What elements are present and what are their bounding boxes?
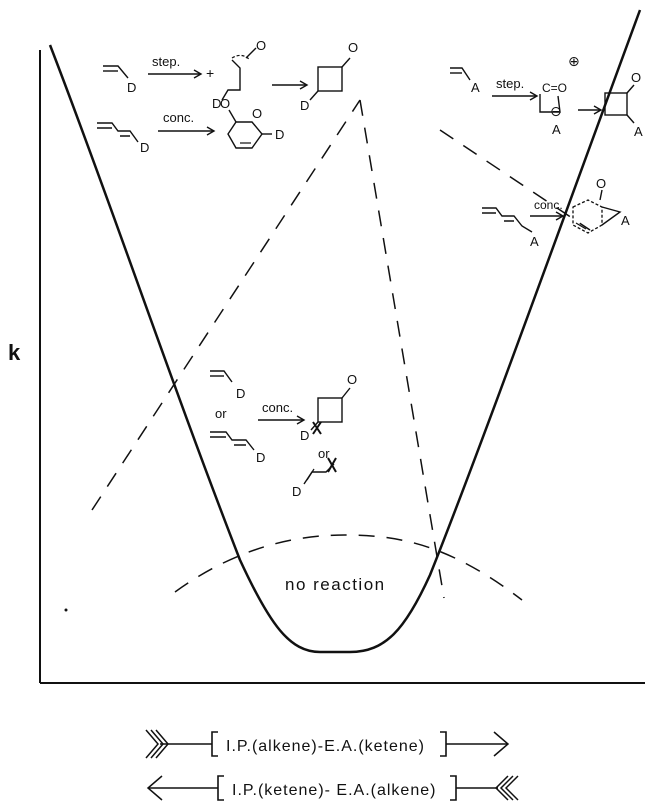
diene-double-bonds: [97, 127, 130, 137]
arrowhead: [593, 105, 603, 115]
scheme-middle-concerted: D or D conc. O D or D: [210, 370, 357, 499]
scheme-top-left-concerted: D conc. O O D: [97, 96, 284, 155]
dashed-arc-no-reaction: [174, 534, 523, 601]
carbonyl-bond: [599, 189, 603, 201]
scheme-top-right-stepwise: A step. C=O ⊕ ⊖ A O A: [450, 54, 643, 139]
carbonyl-oxygen: O: [347, 372, 357, 387]
x-axis-arrow-forward: I.P.(alkene)-E.A.(ketene): [145, 729, 510, 759]
carbonyl-oxygen: O: [596, 176, 606, 191]
conc-arrowhead: [555, 211, 565, 221]
diene-double-bonds: [210, 436, 246, 446]
acceptor-label: A: [471, 80, 480, 95]
acceptor-label: A: [530, 234, 539, 249]
step-arrowhead: [193, 69, 203, 79]
vinyl-acceptor-structure: [450, 67, 471, 81]
minus-circled-charge: ⊖: [550, 104, 562, 120]
carbonyl-bond: [228, 109, 237, 123]
dashed-line-right-falling: [439, 129, 591, 231]
carbonyl-oxygen: O: [348, 40, 358, 55]
conc-label: conc.: [163, 110, 194, 125]
donor-label: D: [292, 484, 301, 499]
conc-label: conc.: [534, 198, 563, 212]
conc-arrowhead: [296, 415, 306, 425]
carbonyl-bond: [626, 84, 635, 94]
donor-bond: [309, 90, 319, 101]
scheme-top-right-concerted: A conc. O A: [482, 176, 630, 249]
step-label: step.: [496, 76, 524, 91]
cyclobutanone-ring: [317, 66, 343, 92]
step-arrowhead: [529, 91, 539, 101]
bridge-bond: [601, 206, 622, 226]
dashed-line-steep-falling: [359, 99, 445, 599]
arrowhead-right: [493, 731, 510, 757]
donor-label: D: [256, 450, 265, 465]
ring-double-bond: [575, 222, 587, 230]
acceptor-label: A: [621, 213, 630, 228]
acceptor-label: A: [552, 122, 561, 137]
cyclobutanone-ring: [604, 92, 628, 116]
diene-donor-structure: [210, 431, 255, 451]
x-axis-arrow-reverse: I.P.(ketene)- E.A.(alkene): [146, 775, 519, 801]
conc-arrowhead: [206, 126, 216, 136]
x-axis-label-bottom: I.P.(ketene)- E.A.(alkene): [232, 782, 436, 799]
arrowhead: [299, 80, 309, 90]
donor-label: D: [275, 127, 284, 142]
diene-acceptor-structure: [482, 207, 533, 233]
triple-feather-right: [494, 775, 519, 801]
vinyl-donor-structure: [103, 65, 129, 79]
y-axis-label: k: [8, 340, 21, 365]
carbonyl-oxygen: O: [631, 70, 641, 85]
bracket-right: [440, 731, 447, 757]
bracket-left: [217, 775, 224, 801]
crossed-bond-mark: [312, 421, 322, 435]
reactivity-curve: [48, 9, 642, 654]
alkene-double-bond: [306, 468, 315, 481]
plus-circled-charge: ⊕: [568, 54, 580, 70]
cyclobutanone-ring: [317, 397, 343, 423]
donor-label: D: [300, 98, 309, 113]
scheme-top-left-stepwise: D step. + O D O D: [103, 38, 358, 113]
carbonyl-bond: [341, 387, 351, 399]
or-label: or: [318, 446, 330, 461]
carbonyl-bond: [245, 47, 257, 59]
x-axis-label-top: I.P.(alkene)-E.A.(ketene): [226, 738, 425, 755]
no-reaction-label: no reaction: [285, 575, 386, 594]
donor-label: D: [212, 96, 221, 111]
donor-label: D: [140, 140, 149, 155]
step-label: step.: [152, 54, 180, 69]
dihydropyranone-ring: [227, 121, 263, 149]
bracket-right: [450, 775, 457, 801]
acceptor-bond: [626, 114, 635, 124]
diene-double-bonds: [482, 212, 514, 222]
vinyl-donor-structure: [210, 370, 233, 383]
speck: [64, 608, 68, 612]
donor-alkene-product: [303, 463, 335, 485]
carbonyl-oxygen: O: [256, 38, 266, 53]
acceptor-label: A: [634, 124, 643, 139]
ring-oxygen: O: [252, 106, 262, 121]
plus-charge: +: [206, 65, 214, 81]
or-label: or: [215, 406, 227, 421]
donor-label: D: [236, 386, 245, 401]
carbonyl-bond: [341, 57, 351, 68]
donor-label: D: [300, 428, 309, 443]
enolate-arc: [231, 54, 251, 61]
conc-label: conc.: [262, 400, 293, 415]
bracket-left: [211, 731, 218, 757]
zwitterion-structure: [539, 94, 561, 113]
ketene-acylium: C=O: [542, 81, 567, 95]
diene-donor-structure: [97, 122, 139, 143]
carbonyl-oxygen: O: [220, 96, 230, 111]
crossed-bond-mark: [327, 457, 337, 473]
donor-label: D: [127, 80, 136, 95]
zwitterion-structure: [221, 59, 241, 101]
